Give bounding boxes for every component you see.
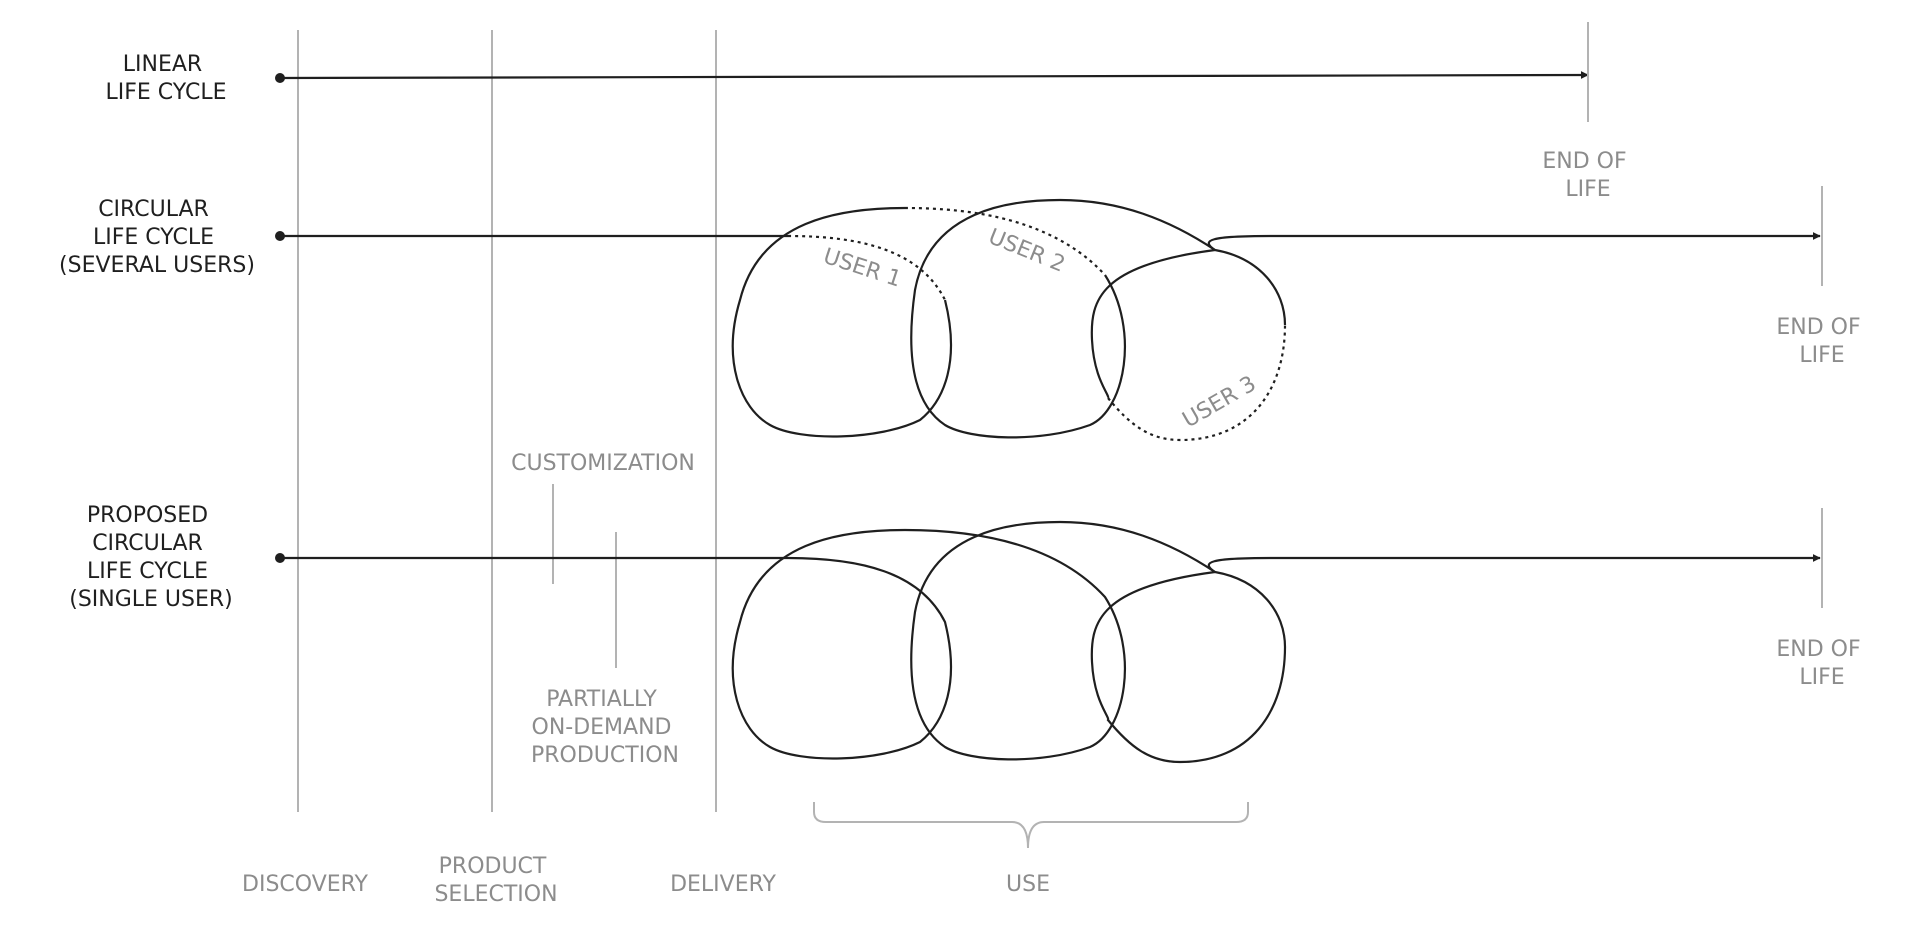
customization-label: CUSTOMIZATION [511,451,695,476]
linear-label: LINEAR LIFE CYCLE [105,52,226,105]
proposed-loop-2 [904,520,1216,761]
phase-delivery-label: DELIVERY [670,872,776,897]
user3-loop-end [1207,234,1287,326]
proposed-loop-3 [1090,556,1287,764]
user2-loop-dotted [904,206,1106,276]
user1-loop [731,206,953,438]
user2-loop [910,198,1216,439]
user-3-label: USER 3 [1179,371,1261,433]
user-2-label: USER 2 [985,224,1069,277]
proposed-loop-1 [731,528,953,760]
user3-loop-dotted [1107,324,1287,442]
on-demand-label: PARTIALLY ON-DEMAND PRODUCTION [531,687,679,768]
phase-labels: DISCOVERY PRODUCT SELECTION DELIVERY USE [242,854,1050,907]
user3-loop-start [1090,248,1216,399]
circular-several-label: CIRCULAR LIFE CYCLE (SEVERAL USERS) [59,197,255,278]
phase-use-label: USE [1006,872,1050,897]
phase-discovery-label: DISCOVERY [242,872,369,897]
annotations: CUSTOMIZATION PARTIALLY ON-DEMAND PRODUC… [511,451,695,768]
phase-product-selection-label: PRODUCT SELECTION [434,854,557,907]
use-brace [813,802,1249,849]
proposed-single-label: PROPOSED CIRCULAR LIFE CYCLE (SINGLE USE… [69,503,233,612]
proposed-end-label: END OF LIFE [1776,637,1867,690]
circular-several-end-label: END OF LIFE [1776,315,1867,368]
row-proposed-single: PROPOSED CIRCULAR LIFE CYCLE (SINGLE USE… [69,503,1867,764]
row-circular-several: CIRCULAR LIFE CYCLE (SEVERAL USERS) END … [59,186,1867,442]
row-linear: LINEAR LIFE CYCLE END OF LIFE [105,22,1633,202]
linear-end-label: END OF LIFE [1542,149,1633,202]
linear-arrow [279,71,1589,80]
user-1-label: USER 1 [820,244,904,293]
